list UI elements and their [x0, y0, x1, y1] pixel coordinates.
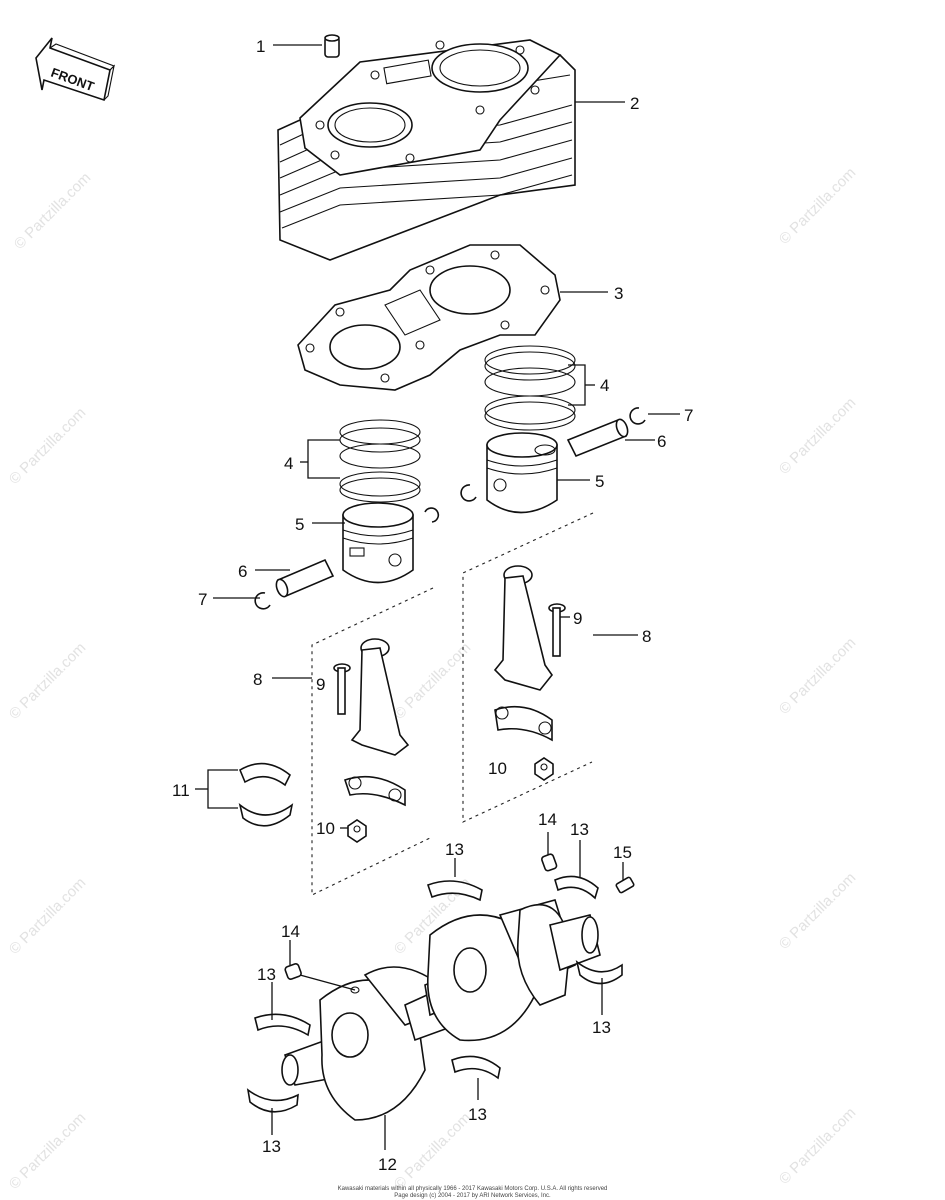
copyright-line: Page design (c) 2004 - 2017 by ARI Netwo… — [394, 1193, 551, 1199]
rod-bolt-right — [548, 603, 566, 657]
knock-pin-lower — [284, 963, 302, 980]
rod-nut-right — [534, 757, 554, 781]
watermark: © Partzilla.com — [6, 404, 89, 487]
callout-9-left: 9 — [316, 675, 325, 694]
knock-pin-upper — [541, 853, 558, 872]
callout-6-left: 6 — [238, 562, 247, 581]
callout-13-c: 13 — [257, 965, 276, 984]
callout-2: 1 — [256, 37, 265, 56]
watermark: © Partzilla.com — [776, 394, 859, 477]
rod-bearing-lower — [238, 802, 294, 827]
watermark: © Partzilla.com — [391, 639, 474, 722]
piston-pin-clip-left — [254, 592, 271, 610]
callout-15: 15 — [613, 843, 632, 862]
callout-14-lower: 14 — [281, 922, 300, 941]
callout-10-left: 10 — [316, 819, 335, 838]
callout-4-right: 4 — [600, 376, 609, 395]
callout-3: 3 — [614, 284, 623, 303]
piston-pin-left — [275, 558, 335, 598]
callout-7-left: 7 — [198, 590, 207, 609]
piston-pin-right — [566, 418, 629, 458]
callout-8-left: 8 — [253, 670, 262, 689]
callout-4-left: 4 — [284, 454, 293, 473]
callout-13-a: 13 — [445, 840, 464, 859]
rod-nut-left — [347, 819, 367, 843]
piston-rings-left — [339, 419, 421, 503]
callout-6-right: 6 — [657, 432, 666, 451]
callout-13-b: 13 — [570, 820, 589, 839]
piston-pin-clip-inner — [424, 507, 440, 523]
watermark: © Partzilla.com — [391, 1109, 474, 1192]
callout-5-right: 5 — [595, 472, 604, 491]
callout-7-right: 7 — [684, 406, 693, 425]
watermark: © Partzilla.com — [776, 634, 859, 717]
connecting-rod-left — [343, 638, 410, 807]
callout-1: 2 — [630, 94, 639, 113]
piston-pin-clip-left-right — [460, 484, 477, 502]
watermark: © Partzilla.com — [776, 1104, 859, 1187]
copyright-line: Kawasaki materials within all physically… — [337, 1186, 608, 1192]
connecting-rod-right — [493, 565, 553, 742]
watermark: © Partzilla.com — [6, 874, 89, 957]
rod-bolt-left — [333, 663, 351, 715]
rod-bearing-upper — [238, 762, 292, 787]
main-bearing-4 — [254, 1013, 311, 1037]
connecting-rod-group-left — [311, 587, 434, 896]
piston-pin-clip-right — [629, 407, 646, 425]
watermark: © Partzilla.com — [6, 639, 89, 722]
copyright-notice: Kawasaki materials within all physically… — [0, 1186, 945, 1200]
callout-14-upper: 14 — [538, 810, 557, 829]
callout-8-right: 8 — [642, 627, 651, 646]
callout-9-right: 9 — [573, 609, 582, 628]
cylinder-block — [277, 39, 576, 261]
main-bearing-3 — [575, 959, 623, 985]
crankshaft — [281, 899, 601, 1121]
main-bearing-1 — [426, 880, 483, 902]
callout-11: 11 — [172, 781, 190, 800]
connecting-rod-group-right — [462, 512, 594, 823]
dowel-pin — [324, 34, 340, 58]
main-bearing-6 — [246, 1088, 299, 1113]
piston-rings-right — [484, 345, 576, 431]
watermark: © Partzilla.com — [776, 164, 859, 247]
watermark: © Partzilla.com — [6, 1109, 89, 1192]
watermark: © Partzilla.com — [776, 869, 859, 952]
front-arrow-icon: FRONT — [35, 37, 115, 102]
piston-right — [486, 432, 558, 514]
crank-key — [615, 876, 635, 894]
callout-12: 12 — [378, 1155, 397, 1174]
leader-lines — [195, 44, 680, 1150]
callouts: 1 2 3 4 4 5 5 6 6 7 7 8 8 9 9 10 10 11 1… — [172, 37, 693, 1174]
main-bearing-2 — [554, 875, 599, 900]
callout-10-right: 10 — [488, 759, 507, 778]
callout-13-e: 13 — [468, 1105, 487, 1124]
cylinder-gasket — [297, 244, 561, 391]
callout-13-d: 13 — [592, 1018, 611, 1037]
piston-left — [342, 502, 414, 584]
callout-13-f: 13 — [262, 1137, 281, 1156]
main-bearing-5 — [451, 1055, 501, 1080]
watermark: © Partzilla.com — [11, 169, 94, 252]
callout-5-left: 5 — [295, 515, 304, 534]
